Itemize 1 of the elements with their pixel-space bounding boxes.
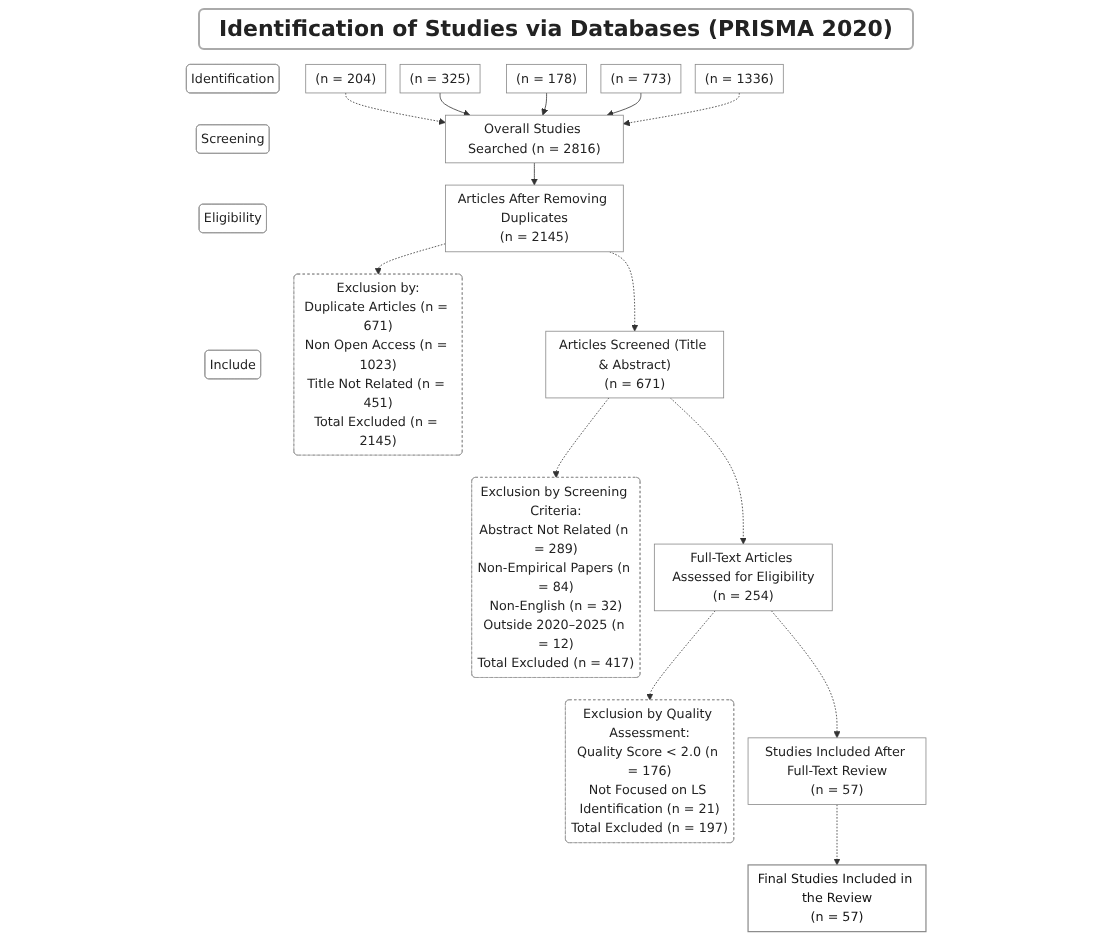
title: Identification of Studies via Databases (PRISMA 2020) <box>197 8 915 50</box>
